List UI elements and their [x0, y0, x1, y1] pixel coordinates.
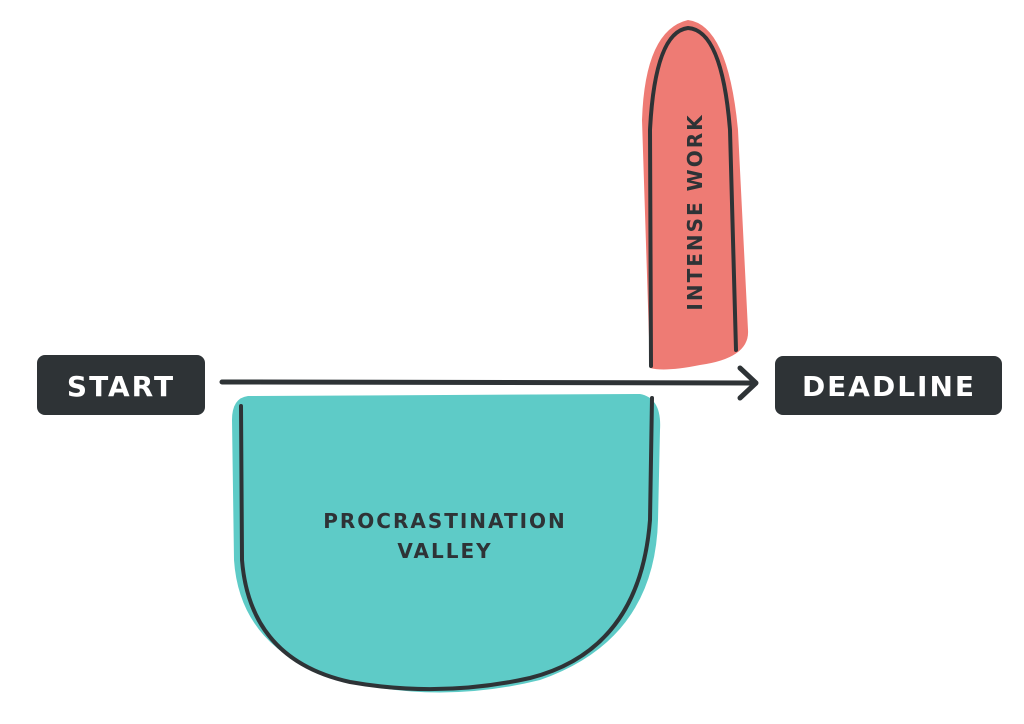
start-box [37, 355, 205, 415]
peak-outline [647, 25, 738, 368]
valley-label-line1: PROCRASTINATION [323, 509, 567, 533]
deadline-box [775, 356, 1002, 415]
intense-work-label: INTENSE WORK [683, 113, 707, 310]
valley-outline [239, 396, 654, 692]
start-label: START [67, 370, 175, 403]
arrow-head-icon [737, 365, 759, 401]
deadline-label: DEADLINE [802, 370, 976, 403]
intense-work-peak-shape [642, 20, 749, 370]
timeline-arrow-line [219, 379, 755, 386]
procrastination-valley-shape [232, 394, 661, 693]
valley-label-line2: VALLEY [397, 539, 492, 563]
